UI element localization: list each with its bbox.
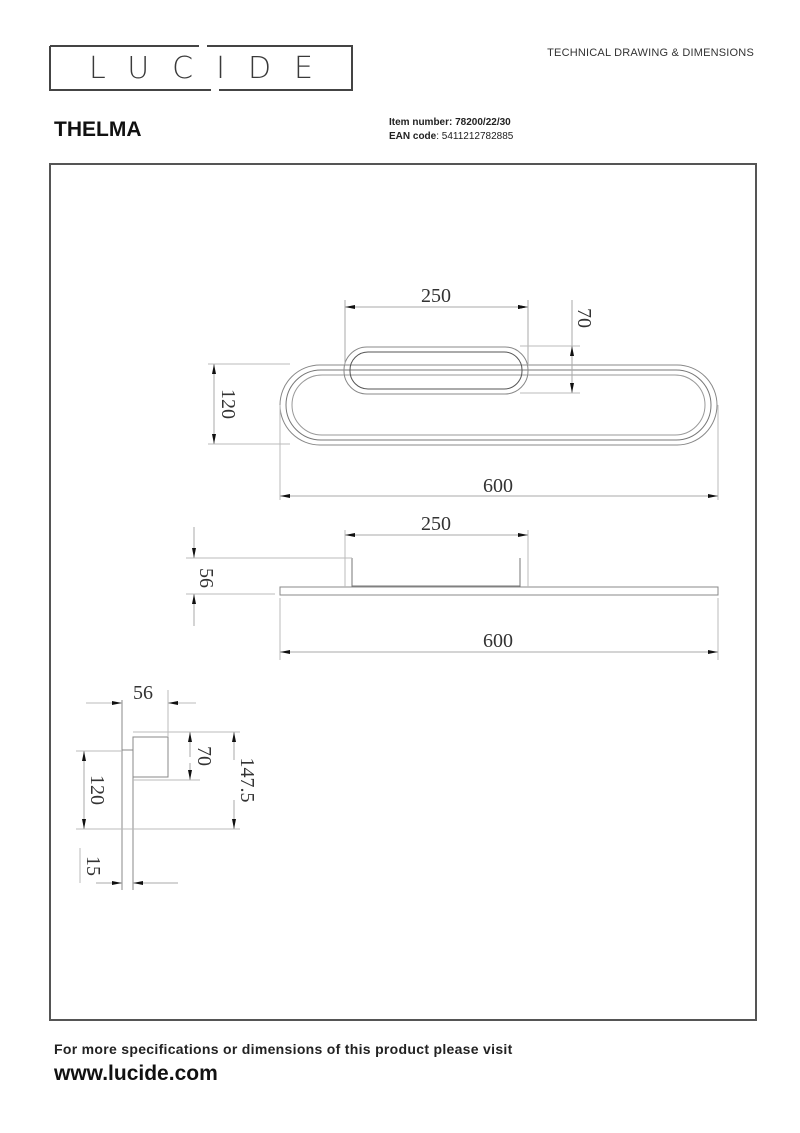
- dim-front-depth: 56: [195, 568, 217, 588]
- dim-top-fixture-height: 120: [217, 389, 239, 419]
- side-view: [76, 690, 240, 890]
- footer-note: For more specifications or dimensions of…: [54, 1041, 513, 1057]
- dim-front-canopy-width: 250: [421, 513, 451, 535]
- dim-side-total-height: 147.5: [236, 758, 258, 803]
- ean-label: EAN code: [389, 131, 437, 142]
- brand-name: LUCIDE: [88, 51, 337, 86]
- ean-row: EAN code: 5411212782885: [389, 131, 514, 142]
- section-title: TECHNICAL DRAWING & DIMENSIONS: [547, 47, 754, 59]
- footer-url-link[interactable]: www.lucide.com: [54, 1062, 218, 1085]
- dim-top-fixture-width: 600: [483, 475, 513, 497]
- dim-side-thickness: 15: [82, 856, 104, 876]
- front-view: [186, 527, 719, 660]
- brand-logo: LUCIDE: [49, 45, 353, 91]
- ean-value: 5411212782885: [441, 131, 514, 142]
- product-name: THELMA: [54, 118, 142, 141]
- item-number-label: Item number:: [389, 117, 453, 128]
- top-view: [208, 300, 719, 500]
- dim-top-canopy-width: 250: [421, 285, 451, 307]
- logo-frame-icon: [49, 45, 353, 91]
- product-meta: Item number: 78200/22/30 EAN code: 54112…: [389, 116, 513, 144]
- item-number-row: Item number: 78200/22/30: [389, 116, 513, 130]
- dim-side-depth: 56: [133, 682, 153, 704]
- dim-front-fixture-width: 600: [483, 630, 513, 652]
- dim-side-canopy-height: 70: [193, 746, 215, 766]
- dim-side-fixture-height: 120: [86, 775, 108, 805]
- drawing-frame: [49, 163, 757, 1021]
- dim-top-canopy-height: 70: [573, 308, 595, 328]
- item-number-value: 78200/22/30: [455, 117, 511, 128]
